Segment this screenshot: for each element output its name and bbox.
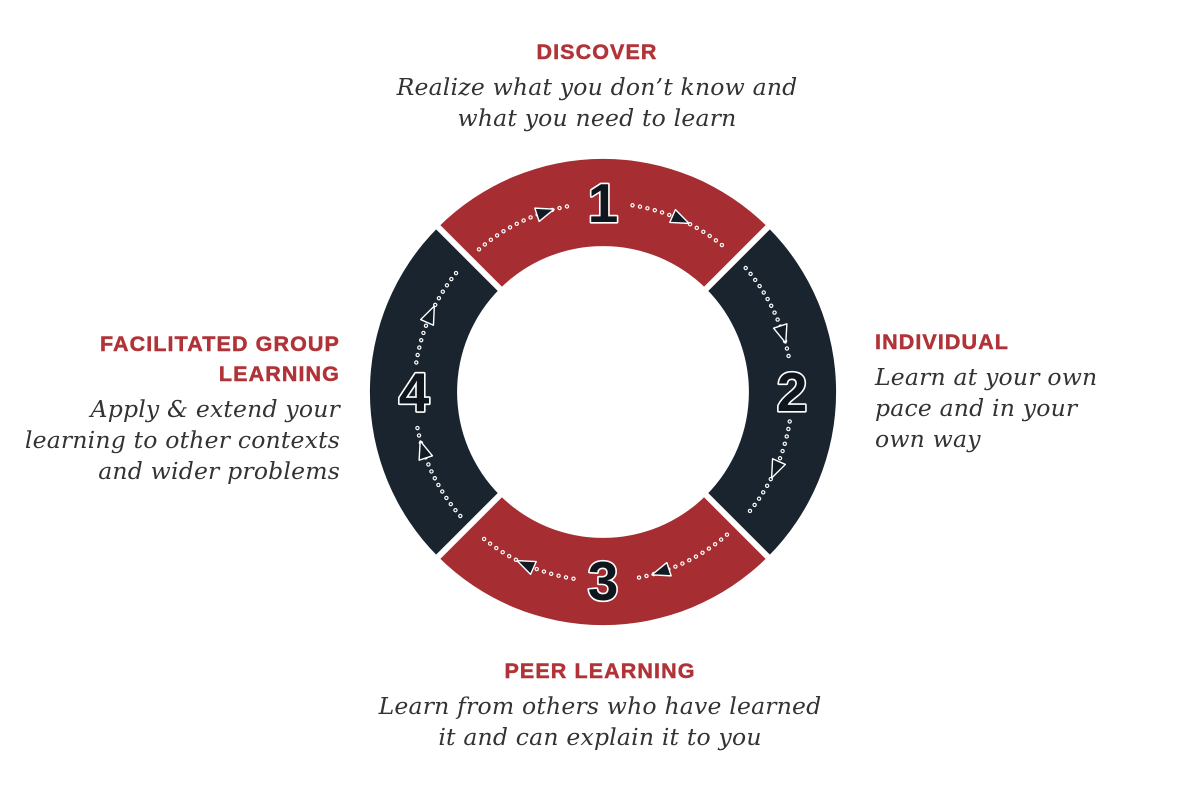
segment-3-peer-learning [438,495,768,626]
step-number-4: 4 [399,361,430,423]
individual-description-line: own way [875,425,981,453]
arrow-icon [418,440,434,461]
peer-learning-heading: PEER LEARNING [504,659,696,684]
peer-description-line: Learn from others who have learned [378,692,822,720]
step-number-2: 2 [777,361,808,423]
segment-1-discover [438,158,768,289]
arrow-icon [516,559,537,576]
individual-description-line: pace and in your [875,394,1078,422]
discover-heading: DISCOVER [536,40,658,65]
dotted-arc-core [415,420,462,517]
discover-description: Realize what you don’t know and what you… [0,72,1194,133]
arrow-icon [669,208,690,225]
discover-description-line: Realize what you don’t know and [396,73,798,101]
discover-description-line: what you need to learn [457,103,737,132]
segment-4-facilitated-group [369,227,500,557]
segment-gap-ne [698,219,776,297]
facilitated-description-line: Apply & extend your [90,395,340,423]
arrow-icon [770,458,787,479]
arrow-icon [419,305,436,326]
arrow-icon [651,561,672,577]
segment-2-individual [706,227,837,557]
segment-gap-sw [430,487,508,565]
facilitated-description-line: learning to other contexts [24,426,340,454]
label-block-facilitated-group-learning: FACILITATED GROUP LEARNING Apply & exten… [0,329,340,487]
individual-description: Learn at your own pace and in your own w… [875,362,1195,455]
facilitated-group-learning-description: Apply & extend your learning to other co… [0,394,340,487]
segment-gap-nw [430,219,508,297]
arrow-icon [772,323,788,344]
label-block-discover: DISCOVER Realize what you don’t know and… [0,37,1194,133]
arrow-icon [534,207,555,223]
step-number-1: 1 [588,172,619,234]
facilitated-description-line: and wider problems [98,457,340,485]
flow-arrowheads [418,207,788,577]
peer-learning-description: Learn from others who have learned it an… [0,691,1200,753]
peer-description-line: it and can explain it to you [438,723,762,751]
dotted-arc-core [478,204,575,251]
dotted-arc-core [744,267,791,364]
dotted-arc-core [631,533,728,580]
facilitated-heading-line: FACILITATED GROUP [99,332,340,357]
individual-description-line: Learn at your own [875,363,1098,391]
step-number-3: 3 [588,550,619,612]
label-block-peer-learning: PEER LEARNING Learn from others who have… [0,656,1200,753]
facilitated-group-learning-heading: FACILITATED GROUP LEARNING [0,329,340,389]
label-block-individual: INDIVIDUAL Learn at your own pace and in… [875,327,1195,455]
facilitated-heading-line: LEARNING [218,362,340,387]
individual-heading: INDIVIDUAL [875,330,1010,355]
segment-gap-se [698,487,776,565]
